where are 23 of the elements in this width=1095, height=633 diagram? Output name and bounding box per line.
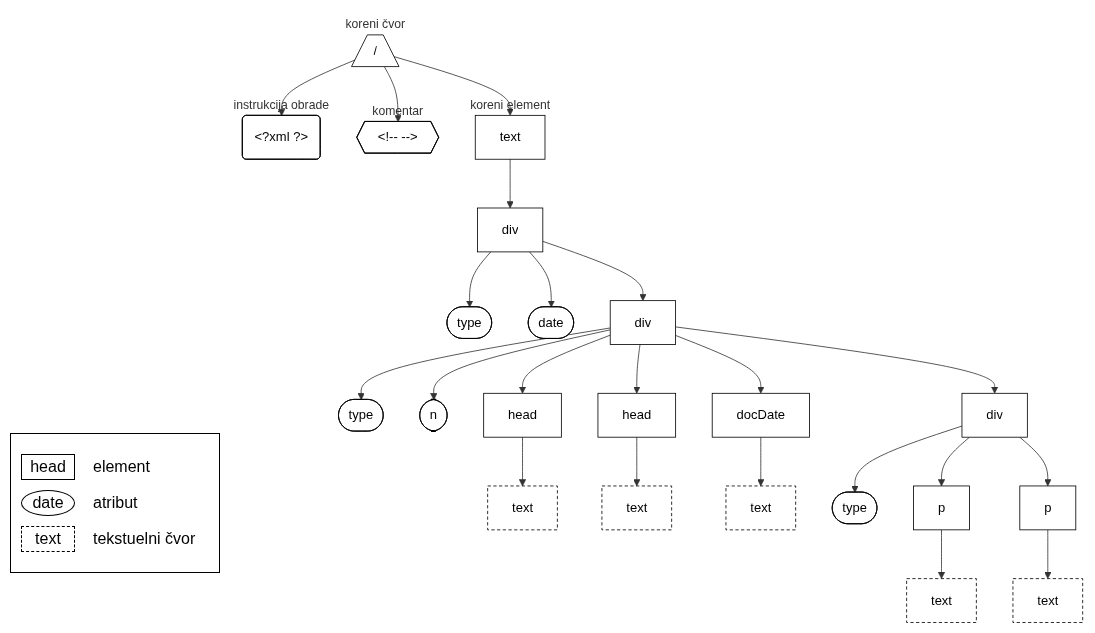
node-box: text (474, 114, 546, 160)
node-caption: koreni čvor (345, 17, 406, 32)
node-box: docDate (711, 392, 810, 438)
node-box: div (477, 207, 544, 253)
node-box: text (601, 485, 673, 531)
node-caption: komentar (372, 103, 424, 118)
node-box: head (483, 392, 562, 438)
legend-sample: head (21, 454, 75, 480)
legend-text: element (93, 458, 150, 476)
legend-text: tekstuelni čvor (93, 530, 196, 548)
node-box: text (487, 485, 558, 531)
legend-text: atribut (93, 494, 138, 512)
node-caption: koreni element (470, 97, 551, 112)
node-box: head (597, 392, 677, 438)
node-box: text (725, 485, 797, 531)
legend-sample: text (21, 526, 75, 552)
node-box: div (609, 300, 676, 345)
node-box: text (906, 578, 977, 623)
node-caption: instrukcija obrade (233, 97, 330, 112)
node-box: text (1012, 578, 1084, 623)
node-box: p (913, 485, 970, 531)
node-box: div (961, 392, 1028, 438)
node-box: p (1019, 485, 1077, 531)
